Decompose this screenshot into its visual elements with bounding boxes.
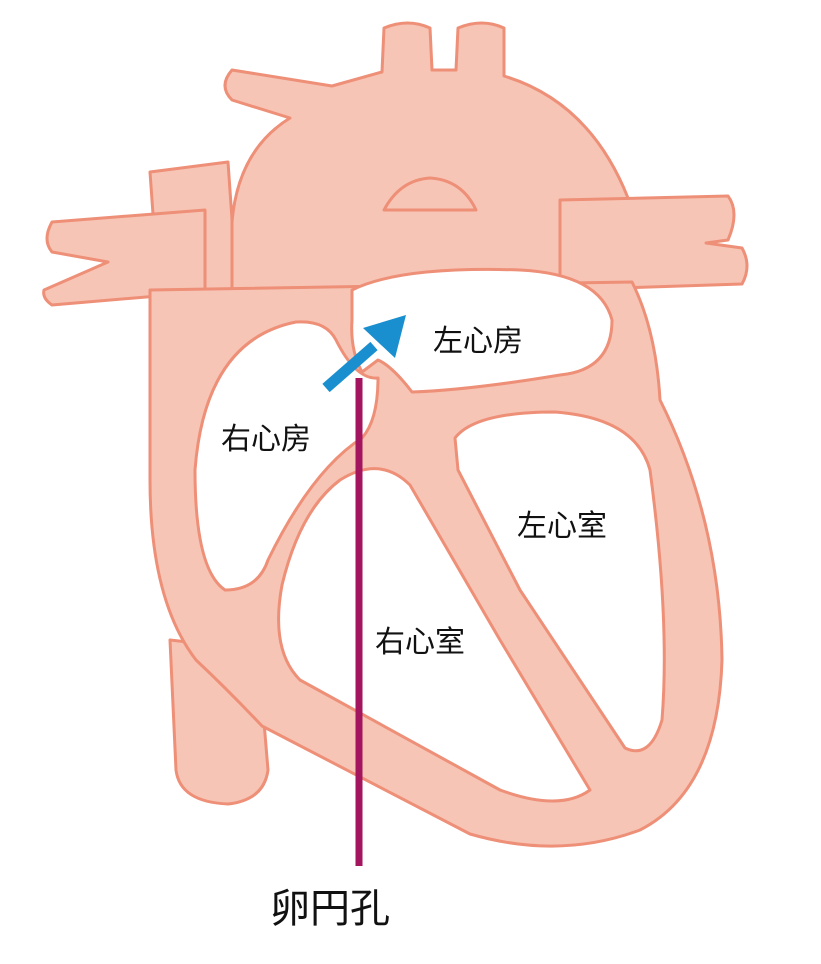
left-ventricle-cavity	[453, 410, 666, 753]
label-foramen-ovale: 卵円孔	[270, 886, 390, 932]
aortic-arch	[223, 21, 630, 302]
arrow-up-right-icon	[322, 315, 406, 393]
label-right-ventricle: 右心室	[375, 625, 465, 660]
left-atrium-cavity	[350, 267, 614, 394]
pulmonary-artery-left-branch	[558, 194, 749, 292]
pulmonary-artery-right-branch	[42, 208, 207, 307]
label-left-ventricle: 左心室	[517, 509, 607, 544]
label-left-atrium: 左心房	[433, 324, 523, 359]
arch-bump	[382, 176, 478, 212]
label-right-atrium: 右心房	[221, 422, 311, 457]
